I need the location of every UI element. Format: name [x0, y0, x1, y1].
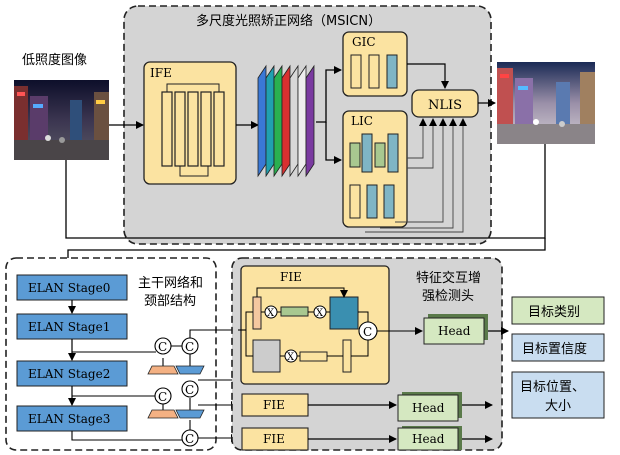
- output-confidence: 目标置信度: [511, 333, 605, 362]
- backbone-title-2: 颈部结构: [144, 294, 196, 309]
- ife-skip-bottom: [179, 166, 209, 177]
- elan-stage-3: ELAN Stage3: [16, 405, 128, 432]
- feature-stack: [257, 64, 315, 178]
- head-title-2: 强检测头: [422, 289, 474, 304]
- lic-bars-top: [349, 133, 399, 173]
- ife-layers: [161, 91, 225, 167]
- svg-text:目标置信度: 目标置信度: [522, 341, 587, 357]
- backbone-title-1: 主干网络和: [138, 275, 203, 291]
- ife-label: IFE: [150, 66, 172, 80]
- ife-skip-top: [166, 83, 220, 92]
- enhanced-image: [497, 62, 595, 144]
- arrow-stack-lic: [325, 122, 342, 164]
- lic-bars-bottom: [349, 184, 395, 219]
- fie-mult-1: X: [264, 305, 278, 319]
- input-label: 低照度图像: [22, 52, 87, 68]
- svg-text:大小: 大小: [545, 399, 571, 414]
- gic-label: GIC: [352, 35, 376, 49]
- svg-text:C: C: [185, 340, 194, 354]
- neck-concat-5: C: [181, 429, 199, 447]
- svg-text:FIE: FIE: [263, 432, 285, 446]
- arrow-gic-nlis: [407, 63, 449, 89]
- fie-small-2: FIE: [241, 427, 309, 451]
- elan-stage-3-label: ELAN Stage3: [28, 412, 110, 426]
- svg-text:C: C: [185, 432, 194, 446]
- fie-module-label: FIE: [280, 270, 302, 284]
- svg-text:X: X: [316, 308, 324, 319]
- output-class: 目标类别: [511, 296, 605, 325]
- elan-stage-1-label: ELAN Stage1: [28, 320, 110, 334]
- nlis-label: NLIS: [428, 98, 462, 113]
- elan-stage-2: ELAN Stage2: [16, 360, 128, 387]
- msicn-title: 多尺度光照矫正网络（MSICN）: [196, 13, 381, 29]
- svg-text:Head: Head: [438, 324, 471, 338]
- arrows-lic-nlis: [365, 118, 467, 233]
- svg-text:C: C: [158, 340, 167, 354]
- output-position: 目标位置、 大小: [511, 371, 605, 419]
- gic-bars: [350, 54, 398, 89]
- elan-stage-0: ELAN Stage0: [16, 274, 128, 301]
- svg-text:C: C: [158, 390, 167, 404]
- head-2: Head: [397, 392, 462, 422]
- neck-concat-4: C: [154, 387, 172, 405]
- elan-stage-0-label: ELAN Stage0: [28, 281, 110, 295]
- lic-label: LIC: [351, 114, 373, 128]
- head-1: Head: [423, 314, 488, 345]
- fie-mult-3: X: [284, 349, 298, 363]
- svg-text:FIE: FIE: [263, 398, 285, 412]
- svg-text:Head: Head: [412, 432, 445, 446]
- svg-text:X: X: [267, 308, 275, 319]
- svg-text:Head: Head: [412, 401, 445, 415]
- input-image: [14, 80, 109, 160]
- head-3: Head: [397, 426, 462, 451]
- svg-text:目标类别: 目标类别: [528, 305, 580, 320]
- fie-small-arrows: [308, 401, 397, 443]
- svg-text:C: C: [363, 325, 372, 339]
- sampling-blocks: [147, 365, 205, 419]
- elan-stage-1: ELAN Stage1: [16, 313, 128, 340]
- arrow-stack-gic: [316, 66, 342, 123]
- neck-concat-3: C: [181, 380, 199, 398]
- svg-text:X: X: [287, 352, 295, 363]
- svg-text:C: C: [185, 383, 194, 397]
- head-out-arrows: [462, 327, 509, 443]
- head-title-1: 特征交互增: [416, 270, 481, 286]
- fie-small-1: FIE: [241, 393, 309, 417]
- svg-text:目标位置、: 目标位置、: [520, 380, 585, 395]
- fie-concat: C: [358, 321, 378, 341]
- fie-mult-2: X: [313, 305, 327, 319]
- elan-stage-2-label: ELAN Stage2: [28, 367, 110, 381]
- line-input-backbone: [65, 144, 546, 239]
- neck-concat-1: C: [154, 337, 172, 355]
- neck-concat-2: C: [181, 337, 199, 355]
